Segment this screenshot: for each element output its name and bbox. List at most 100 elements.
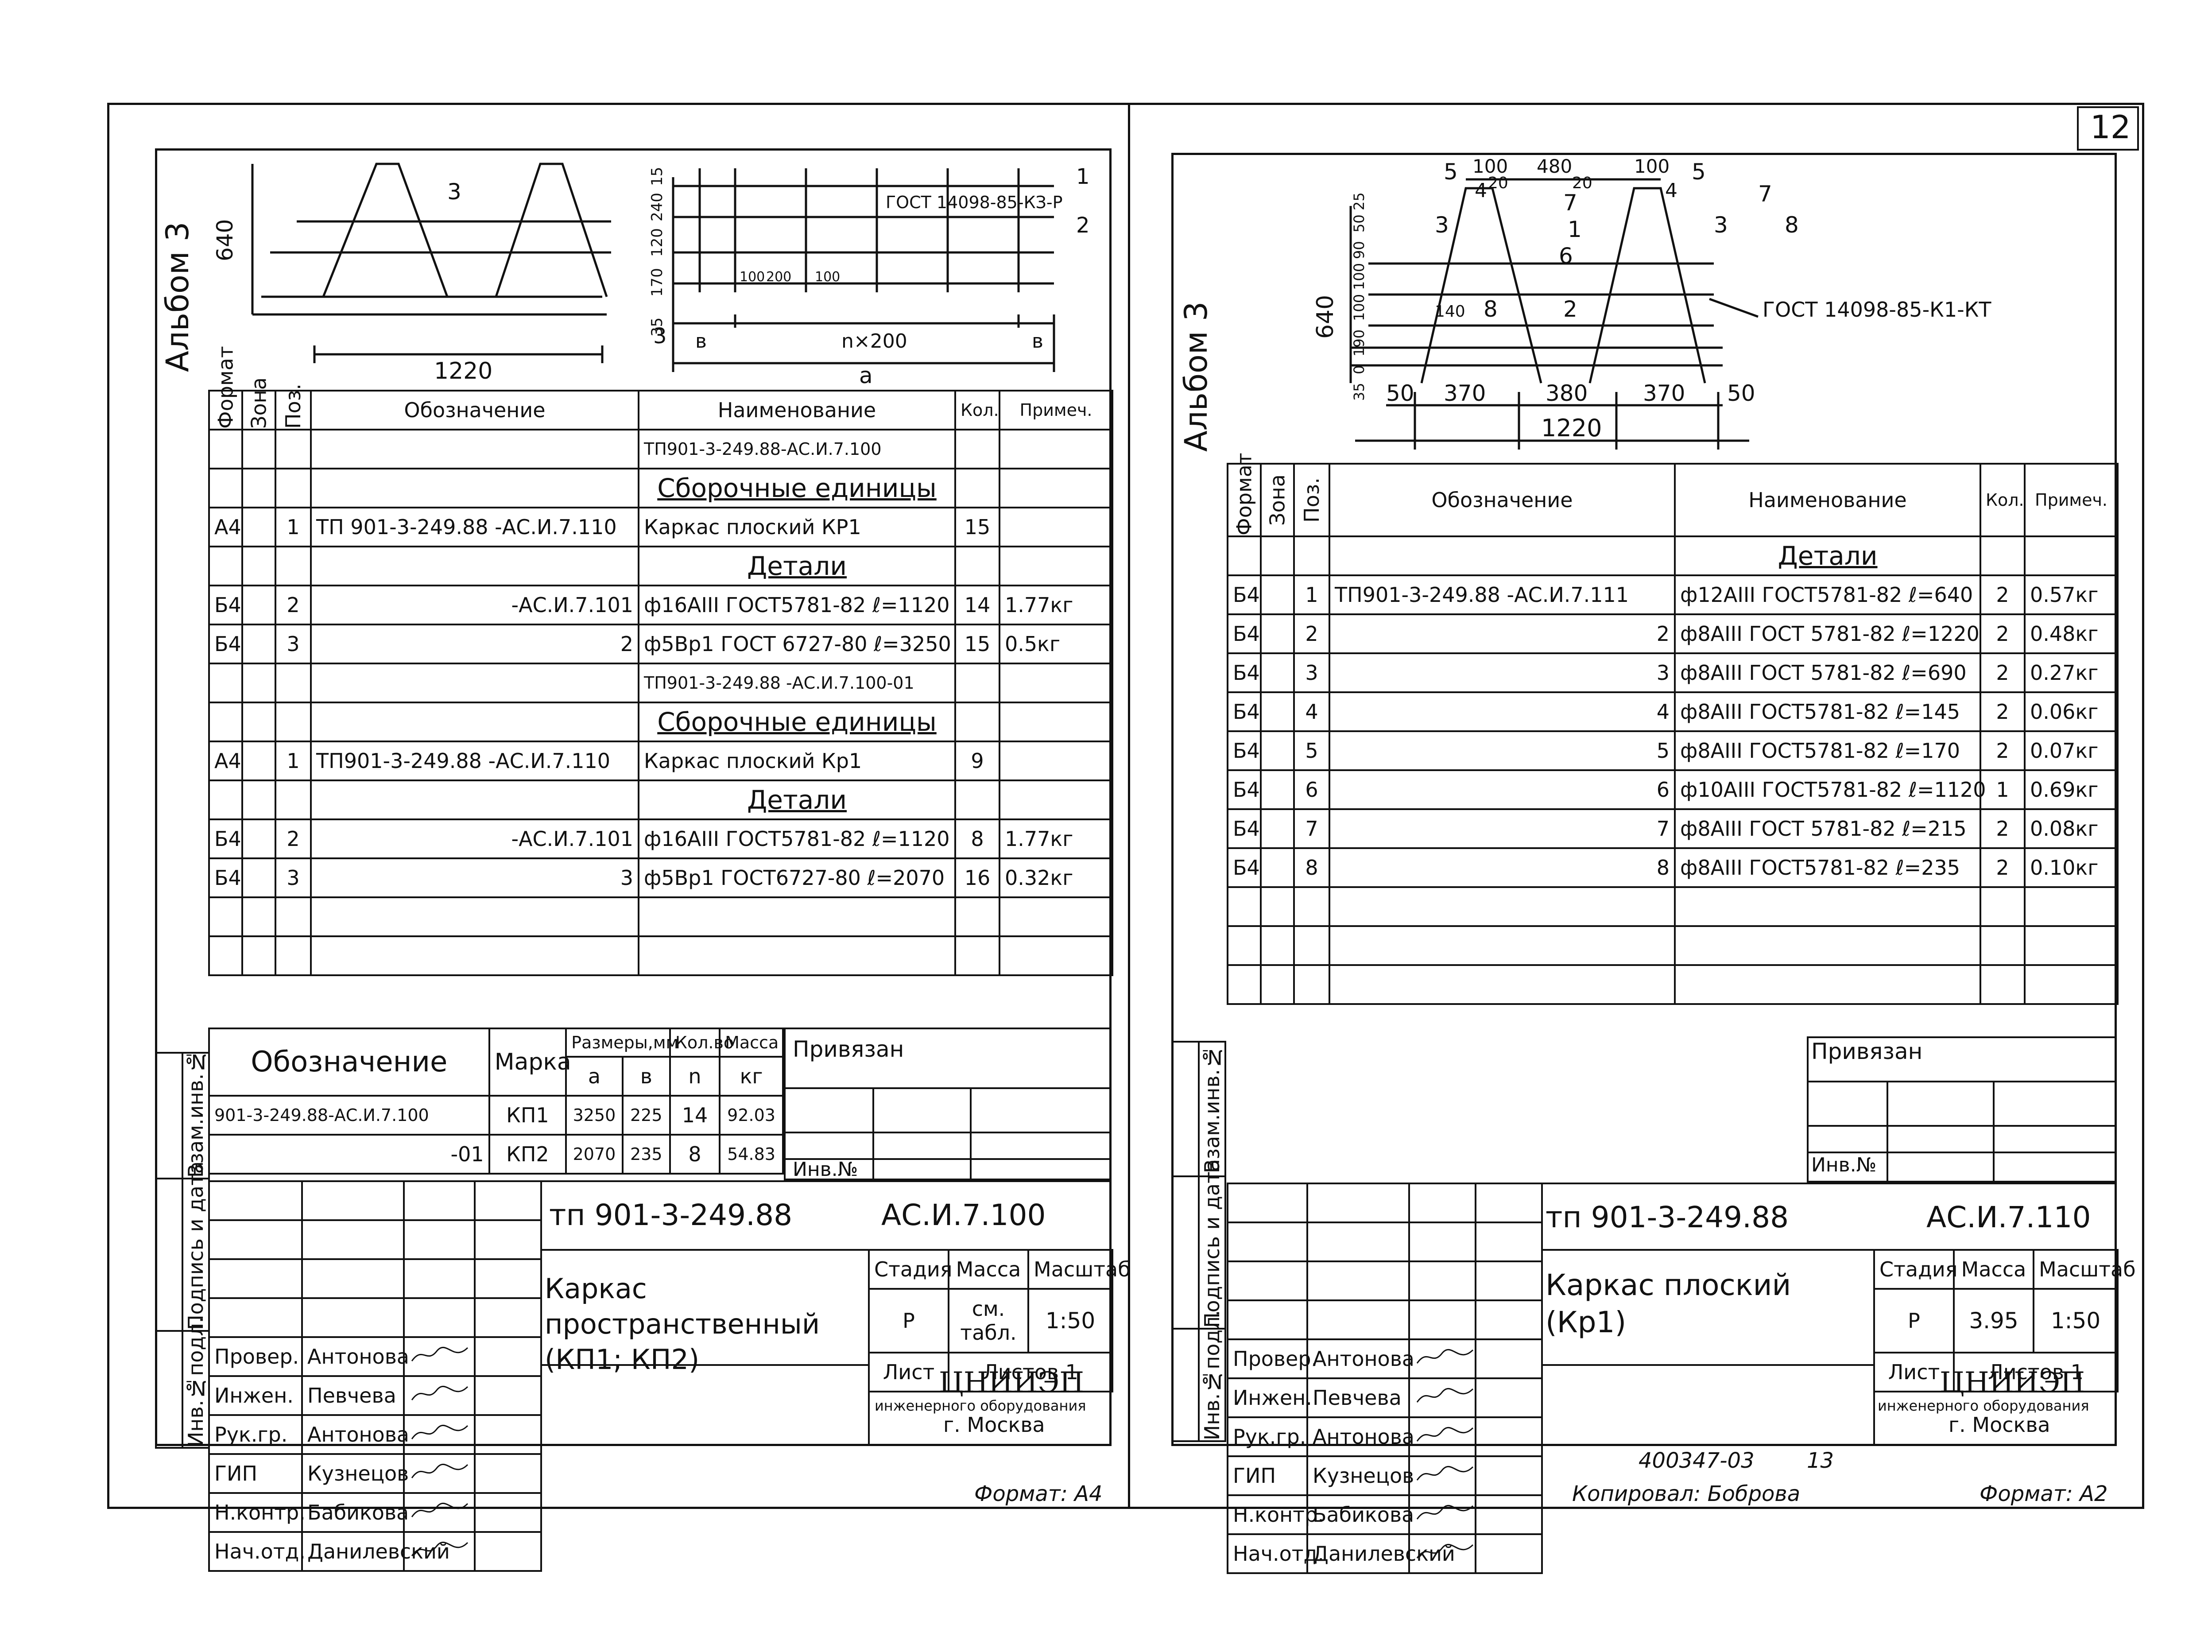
right-privyazan-label: Привязан [1811,1039,1923,1064]
left-stage-label: Стадия [868,1249,952,1290]
left-marks-a: 2070 [565,1134,624,1175]
right-person-name: Певчева [1306,1377,1410,1418]
left-spec-code: ТП901-3-249.88 -АС.И.7.110 [310,741,639,781]
empty-cell [208,896,243,937]
right-spec-zone [1260,652,1295,693]
left-marks-b: 225 [621,1095,671,1136]
right-spec-format [1227,535,1262,576]
right-spec-format [1227,964,1262,1005]
right-spec-name: ф8АIII ГОСТ5781-82 ℓ=170 [1674,730,1981,771]
left-spec-note [999,702,1113,742]
stamp-empty-cell [403,1219,476,1260]
left-marks-col-mark: Марка [488,1028,571,1097]
right-spec-pos: 6 [1293,769,1330,810]
left-spec-format: Б4 [208,818,243,859]
stamp-empty-cell [1475,1183,1543,1223]
left-spec-note: 0.32кг [999,857,1113,898]
left-spec-name: Детали [638,546,956,586]
table-row: -01 КП2 2070 235 8 54.83 [208,1134,784,1175]
left-spec-name: Сборочные единицы [638,468,956,508]
empty-cell [638,935,956,976]
right-top-dim-1: 100 [1472,155,1508,177]
left-spec-qty: 14 [954,585,1000,625]
left-title-text: Каркас пространственный (КП1; КП2) [545,1272,820,1376]
right-spec-qty: 2 [1980,691,2026,732]
right-spec-note: 0.57кг [2024,574,2119,615]
right-spec-format: Б4 [1227,691,1262,732]
left-format: Формат: А4 [974,1481,1103,1506]
left-spec-name: Детали [638,779,956,820]
left-spec-name: ф16АIII ГОСТ5781-82 ℓ=1120 [638,818,956,859]
right-spec-code: 4 [1329,691,1676,732]
table-row: ТП901-3-249.88-АС.И.7.100 [208,429,1113,469]
right-person-role: Н.контр. [1227,1494,1324,1535]
stamp-empty-cell [1306,1183,1410,1223]
stamp-empty-cell [301,1258,405,1299]
left-person-role: Нач.отд. [208,1531,306,1572]
left-detail-dim-3: 100 [815,269,840,285]
left-marks-mark: КП1 [488,1095,567,1136]
left-marks-code: 901-3-249.88-АС.И.7.100 [208,1095,490,1136]
left-side-label-2: Подпись и дата [182,1161,209,1331]
left-side-stamp: Взам.инв.№ Подпись и дата Инв.№подл. [155,1050,210,1449]
right-person-signature [1408,1494,1476,1535]
table-row [1227,964,2119,1005]
left-spec-zone [241,818,276,859]
left-spec-pos: 1 [275,507,312,547]
right-format: Формат: А2 [1980,1481,2108,1506]
right-spec-qty: 2 [1980,613,2026,654]
left-spec-code: 3 [310,857,639,898]
right-spec-name [1674,964,1981,1005]
right-spec-pos: 2 [1293,613,1330,654]
left-marks-mass: 92.03 [719,1095,784,1136]
right-spec-format [1227,886,1262,927]
left-height-dim: 640 [212,219,238,261]
table-row: Детали [1227,535,2119,576]
right-spec-code [1329,535,1676,576]
left-spec-zone [241,507,276,547]
left-spec-format: Б4 [208,857,243,898]
left-spec-name: Каркас плоский КР1 [638,507,956,547]
right-spec-pos [1293,925,1330,966]
left-mass-label: Масса [948,1249,1029,1290]
right-spec-col-zone: Зона [1261,464,1294,536]
left-spec-format [208,546,243,586]
right-pos-1: 1 [1568,217,1582,242]
right-spec-code: 5 [1329,730,1676,771]
left-spec-code [310,429,639,469]
right-person-signature [1408,1338,1476,1379]
left-spec-col-zone: Зона [242,377,275,430]
stamp-person-row: Нач.отд.Данилевский [1227,1533,1543,1574]
left-title-line-v2 [868,1364,870,1446]
left-inv-label: Инв.№ [793,1158,858,1181]
empty-cell [999,935,1113,976]
left-spec-pos [275,546,312,586]
left-spec-code [310,779,639,820]
left-scale-label: Масштаб [1027,1249,1131,1290]
empty-cell [275,896,312,937]
left-spec-note [999,663,1113,703]
right-person-date [1475,1416,1543,1457]
left-bottom-dim-2: n×200 [841,330,907,353]
stamp-person-row: Провер.Антонова [1227,1338,1543,1379]
left-person-date [474,1414,542,1455]
right-side-stamp: Взам.инв.№ Подпись и дата Инв.№подл. [1171,1041,1226,1442]
left-spec-col-name: Наименование [638,390,956,430]
right-spec-code: ТП901-3-249.88 -АС.И.7.111 [1329,574,1676,615]
right-spec-note: 0.07кг [2024,730,2119,771]
right-mass-label: Масса [1953,1249,2034,1290]
left-person-date [474,1531,542,1572]
right-bottom-dim-1: 50 [1386,380,1414,406]
sheet-divider [1128,103,1130,1509]
right-person-date [1475,1533,1543,1574]
empty-cell [310,935,639,976]
right-spec-name: Детали [1674,535,1981,576]
left-spec-name: ф16АIII ГОСТ5781-82 ℓ=1120 [638,585,956,625]
right-spec-format [1227,925,1262,966]
